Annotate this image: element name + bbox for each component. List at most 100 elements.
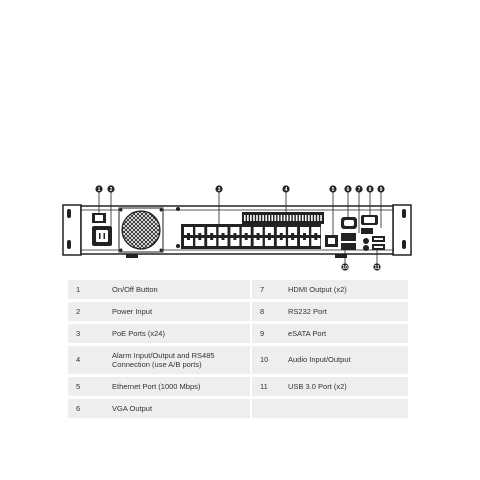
legend-number: 9 (252, 324, 282, 343)
svg-text:10: 10 (342, 265, 348, 271)
callout-11: 11 (373, 263, 381, 271)
legend-number: 7 (252, 280, 282, 299)
poe-port-jack (288, 238, 298, 246)
legend-number: 2 (68, 302, 106, 321)
legend-label: On/Off Button (106, 280, 250, 299)
svg-text:7: 7 (358, 187, 361, 193)
svg-text:2: 2 (110, 187, 113, 193)
legend-label: Ethernet Port (1000 Mbps) (106, 377, 250, 396)
svg-text:8: 8 (369, 187, 372, 193)
poe-port-jack (300, 238, 309, 246)
audio-out (363, 245, 369, 251)
alarm-terminal-block (242, 212, 324, 224)
foot-right (335, 254, 347, 258)
svg-text:1: 1 (98, 187, 101, 193)
poe-port-jack (184, 227, 193, 235)
svg-text:11: 11 (374, 265, 380, 271)
legend-number: 6 (68, 399, 106, 418)
legend-number: 3 (68, 324, 106, 343)
poe-port-jack (253, 227, 263, 235)
legend-row: 2 Power Input 8 RS232 Port (68, 302, 408, 321)
legend-number: 11 (252, 377, 282, 396)
svg-text:9: 9 (380, 187, 383, 193)
alarm-terminal-pin (253, 215, 255, 221)
legend-row: 4 Alarm Input/Output and RS485 Connectio… (68, 346, 408, 374)
callout-7: 7 (355, 185, 363, 193)
poe-port-jack (276, 227, 286, 235)
legend-label: HDMI Output (x2) (282, 280, 408, 299)
poe-port-jack (300, 227, 309, 235)
legend-number: 5 (68, 377, 106, 396)
poe-port-jack (184, 238, 193, 246)
alarm-terminal-pin (298, 215, 301, 221)
poe-port-jack (241, 227, 251, 235)
alarm-terminal-pin (305, 215, 307, 221)
poe-port-jack (241, 238, 251, 246)
callout-8: 8 (366, 185, 374, 193)
alarm-terminal-pin (295, 215, 298, 221)
alarm-terminal-pin (265, 215, 267, 221)
callout-4: 4 (282, 185, 290, 193)
poe-port-jack (230, 227, 240, 235)
callout-9: 9 (377, 185, 385, 193)
poe-port-jack (264, 238, 274, 246)
legend-row: 1 On/Off Button 7 HDMI Output (x2) (68, 280, 408, 299)
legend-label: VGA Output (106, 399, 250, 418)
poe-port-jack (195, 238, 205, 246)
poe-port-jack (276, 238, 286, 246)
poe-port-jack (207, 238, 217, 246)
alarm-terminal-pin (262, 215, 264, 221)
alarm-terminal-pin (301, 215, 304, 221)
alarm-terminal-pin (280, 215, 283, 221)
legend-label: Alarm Input/Output and RS485 Connection … (106, 346, 250, 374)
alarm-terminal-pin (314, 215, 316, 221)
legend-number: 10 (252, 346, 282, 374)
foot-left (126, 254, 138, 258)
legend-number: 1 (68, 280, 106, 299)
legend-row: 5 Ethernet Port (1000 Mbps) 11 USB 3.0 P… (68, 377, 408, 396)
svg-text:3: 3 (218, 187, 221, 193)
esata-port (361, 228, 373, 234)
alarm-terminal-pin (274, 215, 277, 221)
legend-number: 4 (68, 346, 106, 374)
alarm-terminal-pin (247, 215, 249, 221)
poe-port-jack (264, 227, 274, 235)
poe-port-jack (207, 227, 217, 235)
poe-port-jack (288, 227, 298, 235)
legend-label: PoE Ports (x24) (106, 324, 250, 343)
alarm-terminal-pin (277, 215, 280, 221)
alarm-terminal-pin (268, 215, 270, 221)
alarm-terminal-pin (317, 215, 319, 221)
poe-port-jack (230, 238, 240, 246)
poe-port-jack (311, 238, 321, 246)
poe-port-jack (253, 238, 263, 246)
legend-label: Audio Input/Output (282, 346, 408, 374)
legend-label: eSATA Port (282, 324, 408, 343)
alarm-terminal-pin (320, 215, 322, 221)
callout-5: 5 (329, 185, 337, 193)
svg-text:5: 5 (332, 187, 335, 193)
svg-text:4: 4 (285, 187, 288, 193)
callout-2: 2 (107, 185, 115, 193)
legend-table: 1 On/Off Button 7 HDMI Output (x2) 2 Pow… (68, 277, 408, 421)
alarm-terminal-pin (283, 215, 286, 221)
alarm-terminal-pin (256, 215, 258, 221)
legend-row: 6 VGA Output (68, 399, 408, 418)
alarm-terminal-pin (271, 215, 274, 221)
alarm-terminal-pin (308, 215, 310, 221)
alarm-terminal-pin (289, 215, 292, 221)
alarm-terminal-pin (244, 215, 246, 221)
svg-text:6: 6 (347, 187, 350, 193)
poe-port-jack (218, 227, 228, 235)
alarm-terminal-pin (311, 215, 313, 221)
alarm-terminal-pin (250, 215, 252, 221)
legend-row: 3 PoE Ports (x24) 9 eSATA Port (68, 324, 408, 343)
hdmi-output-2 (341, 243, 356, 250)
poe-port-jack (218, 238, 228, 246)
poe-port-jack (311, 227, 321, 235)
legend-label: Power Input (106, 302, 250, 321)
alarm-terminal-pin (292, 215, 295, 221)
callout-10: 10 (341, 263, 349, 271)
audio-in (363, 238, 369, 244)
leader-lines (98, 192, 382, 264)
